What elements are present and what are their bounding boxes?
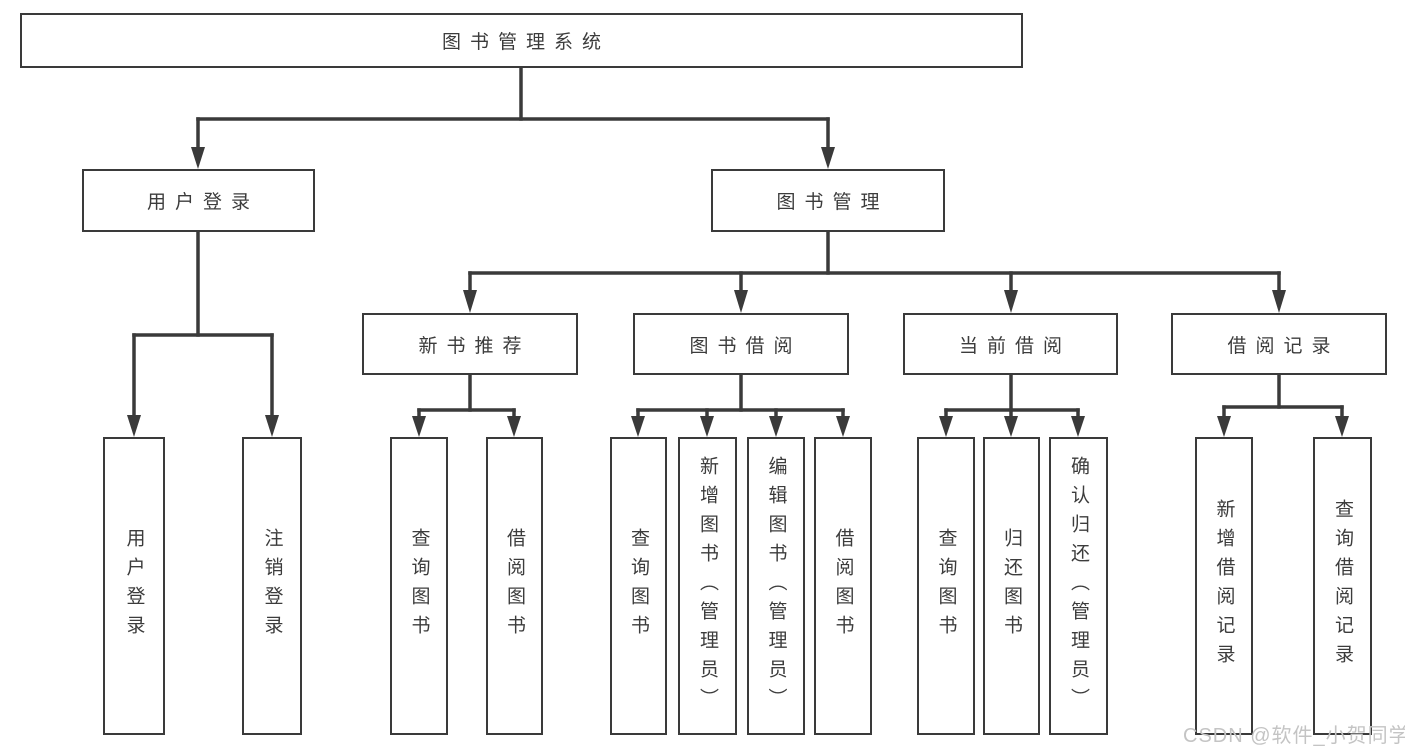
- node-current-borrowing: 当前借阅: [903, 313, 1118, 375]
- leaf-nbr-borrow-books: 借阅图书: [486, 437, 543, 735]
- leaf-cb-return-books: 归还图书: [983, 437, 1040, 735]
- leaf-bb-query-books: 查询图书: [610, 437, 667, 735]
- connector-root-to-level1: [191, 66, 835, 169]
- leaf-br-query-record: 查询借阅记录: [1313, 437, 1372, 735]
- leaf-bb-edit-books-admin: 编辑图书（管理员）: [747, 437, 805, 735]
- connector-mgmt-to-modules: [463, 230, 1286, 313]
- leaf-logout: 注销登录: [242, 437, 302, 735]
- leaf-br-add-record: 新增借阅记录: [1195, 437, 1253, 735]
- node-borrowing-records: 借阅记录: [1171, 313, 1387, 375]
- node-user-login: 用户登录: [82, 169, 315, 232]
- connector-new-book-group: [412, 373, 521, 437]
- node-new-book-recommend: 新书推荐: [362, 313, 578, 375]
- connector-borrow-record-group: [1217, 373, 1349, 437]
- node-book-borrowing: 图书借阅: [633, 313, 849, 375]
- leaf-cb-confirm-return-admin: 确认归还（管理员）: [1049, 437, 1108, 735]
- leaf-cb-query-books: 查询图书: [917, 437, 975, 735]
- connector-current-borrow-group: [939, 373, 1085, 437]
- node-book-management: 图书管理: [711, 169, 945, 232]
- csdn-watermark: CSDN @软件_小贺同学: [1183, 725, 1405, 747]
- connector-user-login-group: [127, 230, 279, 437]
- leaf-bb-borrow-books: 借阅图书: [814, 437, 872, 735]
- connector-book-borrow-group: [631, 373, 850, 437]
- leaf-bb-add-books-admin: 新增图书（管理员）: [678, 437, 737, 735]
- node-root-system: 图书管理系统: [20, 13, 1023, 68]
- leaf-nbr-query-books: 查询图书: [390, 437, 448, 735]
- leaf-user-login: 用户登录: [103, 437, 165, 735]
